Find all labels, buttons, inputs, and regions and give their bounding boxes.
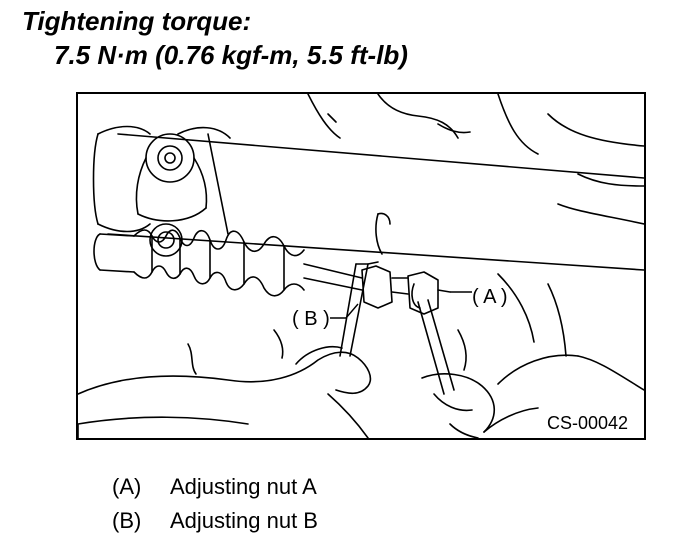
legend-item-a: (A) Adjusting nut A bbox=[112, 470, 318, 504]
legend-label-b: Adjusting nut B bbox=[170, 508, 318, 533]
adjusting-nut-illustration bbox=[76, 92, 646, 440]
legend-label-a: Adjusting nut A bbox=[170, 474, 317, 499]
legend-key-b: (B) bbox=[112, 508, 142, 533]
illustration-drawing bbox=[78, 94, 644, 438]
legend-key-a: (A) bbox=[112, 474, 142, 499]
torque-heading-title: Tightening torque: bbox=[22, 6, 252, 36]
legend-item-b: (B) Adjusting nut B bbox=[112, 504, 318, 538]
torque-heading: Tightening torque: 7.5 N·m (0.76 kgf-m, … bbox=[22, 4, 408, 72]
figure-code: CS-00042 bbox=[547, 413, 629, 433]
torque-heading-value: 7.5 N·m (0.76 kgf-m, 5.5 ft-lb) bbox=[54, 40, 408, 70]
callout-label-b: ( B ) bbox=[292, 308, 330, 330]
callout-label-a: ( A ) bbox=[472, 286, 508, 308]
legend: (A) Adjusting nut A (B) Adjusting nut B bbox=[112, 470, 318, 538]
